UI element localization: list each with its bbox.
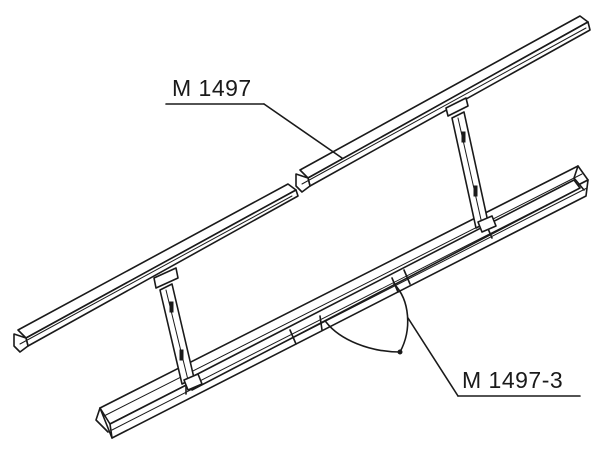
callout-lower-bracket: M 1497-3 [407, 317, 581, 397]
angle-arc-marker [325, 283, 409, 355]
support-strut-right [445, 97, 497, 233]
callout-label-upper: M 1497 [172, 75, 252, 101]
upper-rail-left [13, 183, 299, 353]
callout-upper-rail: M 1497 [165, 75, 343, 159]
upper-rail-right [295, 15, 591, 193]
support-strut-left [153, 267, 203, 391]
callout-label-lower: M 1497-3 [462, 367, 563, 393]
